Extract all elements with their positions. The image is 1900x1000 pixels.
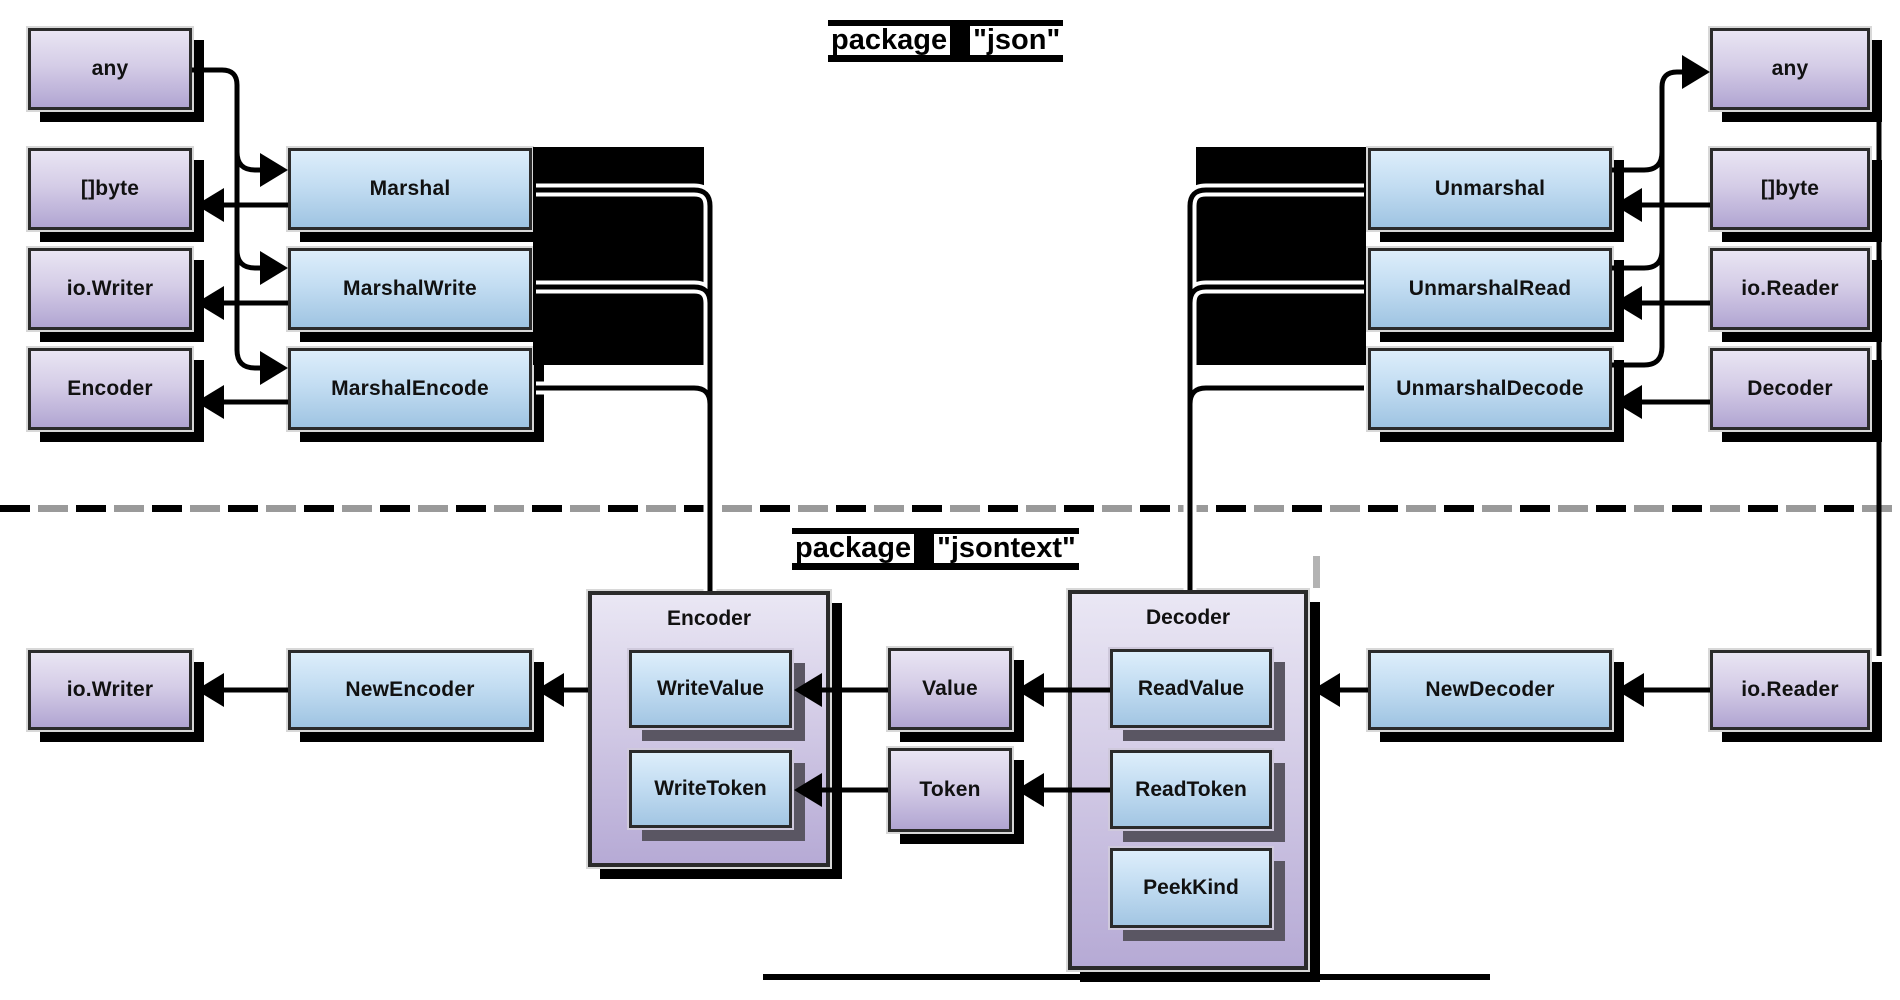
black-label-block-left (533, 147, 704, 365)
node-unmarshal-decode: UnmarshalDecode (1368, 348, 1612, 430)
package-jsontext-title-word1: package (792, 528, 915, 570)
arrow-any-to-marshal-funcs (192, 67, 288, 385)
container-encoder: Encoder WriteValue WriteToken (588, 591, 830, 867)
arrows-inputs-to-unmarshal-funcs (1614, 188, 1710, 419)
package-jsontext-title-word2: "jsontext" (934, 528, 1079, 570)
black-label-block-right (1196, 147, 1366, 365)
node-any-input: any (28, 28, 192, 110)
node-any-result: any (1710, 28, 1870, 110)
decoder-container-title: Decoder (1145, 606, 1231, 629)
container-decoder: Decoder ReadValue ReadToken PeekKind (1068, 590, 1308, 970)
arrows-marshal-to-encoder (536, 187, 713, 591)
arrows-unmarshal-to-decoder (1187, 187, 1364, 590)
package-jsontext-title: package "jsontext" (792, 528, 1079, 570)
node-write-value: WriteValue (629, 650, 792, 728)
node-decoder-type: Decoder (1710, 348, 1870, 430)
node-unmarshal-read: UnmarshalRead (1368, 248, 1612, 330)
package-json-title-gap (950, 20, 971, 62)
node-jsontext-iowriter: io.Writer (28, 650, 192, 730)
node-marshal-write: MarshalWrite (288, 248, 532, 330)
node-value: Value (888, 648, 1012, 730)
node-peek-kind: PeekKind (1110, 848, 1272, 928)
gray-artifact-bar (1313, 556, 1320, 588)
node-new-decoder: NewDecoder (1368, 650, 1612, 730)
node-marshal: Marshal (288, 148, 532, 230)
node-bytes-output: []byte (28, 148, 192, 230)
package-json-title-word1: package (828, 20, 951, 62)
node-marshal-encode: MarshalEncode (288, 348, 532, 430)
package-json-title: package "json" (828, 20, 1064, 62)
package-jsontext-title-gap (914, 528, 935, 570)
node-read-token: ReadToken (1110, 750, 1272, 829)
node-bytes-input: []byte (1710, 148, 1870, 230)
node-unmarshal: Unmarshal (1368, 148, 1612, 230)
node-encoder-type: Encoder (28, 348, 192, 430)
node-token: Token (888, 748, 1012, 832)
node-ioreader-input: io.Reader (1710, 248, 1870, 330)
package-json-title-word2: "json" (970, 20, 1064, 62)
arrows-marshal-funcs-to-outputs (196, 188, 288, 419)
arrows-unmarshal-funcs-to-any (1612, 55, 1710, 368)
node-new-encoder: NewEncoder (288, 650, 532, 730)
node-read-value: ReadValue (1110, 649, 1272, 728)
node-jsontext-ioreader: io.Reader (1710, 650, 1870, 730)
encoder-container-title: Encoder (666, 607, 752, 630)
node-write-token: WriteToken (629, 750, 792, 828)
node-iowriter-output: io.Writer (28, 248, 192, 330)
